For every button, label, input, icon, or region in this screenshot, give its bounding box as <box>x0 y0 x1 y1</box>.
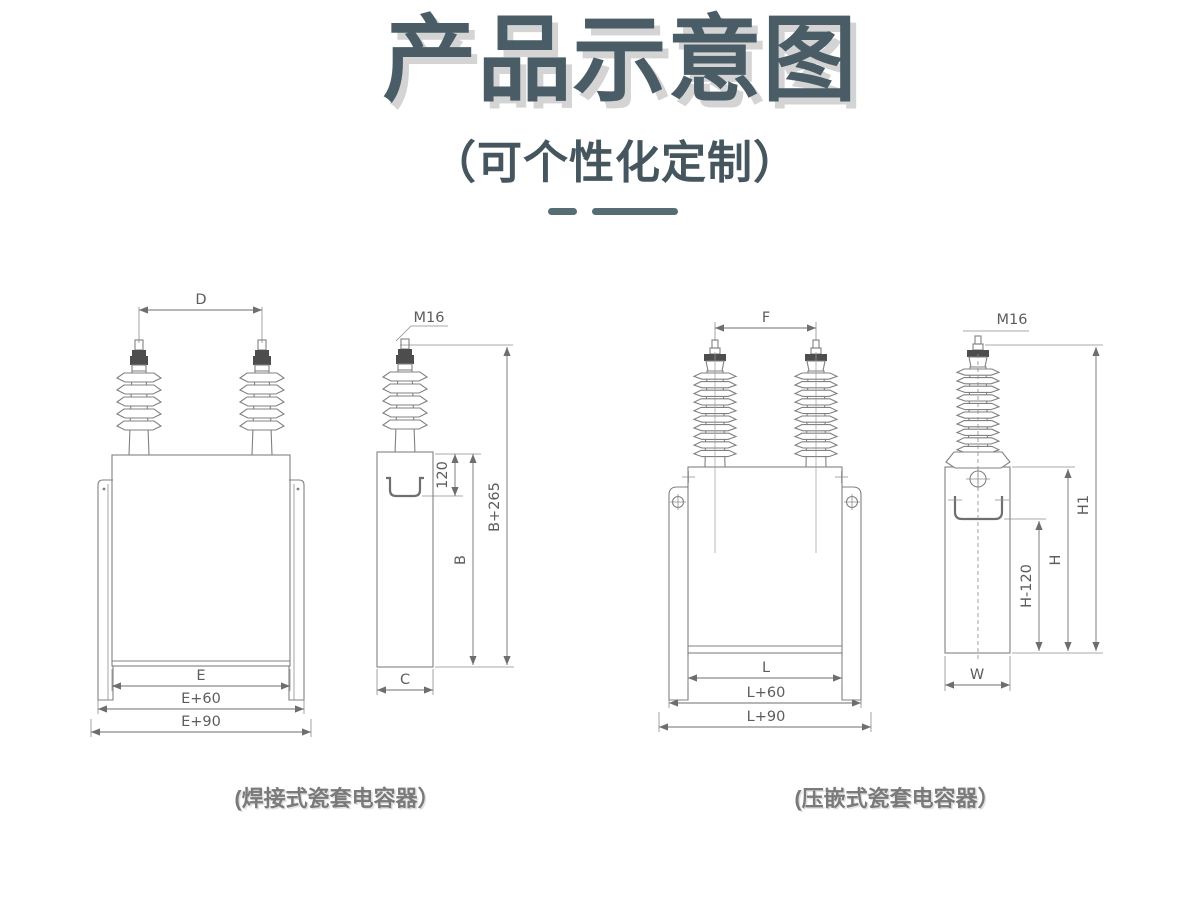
dim-e90-label: E+90 <box>181 714 221 730</box>
dim-e60-label: E+60 <box>181 691 221 707</box>
dim-l60-label: L+60 <box>747 685 786 701</box>
page-subtitle: （可个性化定制） <box>430 137 799 188</box>
dim-m16-label: M16 <box>997 312 1028 328</box>
capacitor-body <box>376 451 434 668</box>
dim-h1-label: H1 <box>1076 495 1092 515</box>
caption-welded: (焊接式瓷套电容器） <box>234 786 440 811</box>
bushing-icon <box>116 339 162 456</box>
pressfit-side-drawing: M16 H-120 H H1 W <box>944 312 1103 691</box>
bushing-icon <box>382 338 428 455</box>
mounting-bracket <box>668 486 862 701</box>
dim-f-label: F <box>762 310 770 326</box>
pressfit-front-drawing: F L L+60 L+90 <box>658 310 872 732</box>
bushing-icon <box>239 339 285 456</box>
dim-h-label: H <box>1048 555 1064 566</box>
dim-m16-label: M16 <box>414 310 445 326</box>
page-title: 产品示意图 <box>382 7 858 112</box>
dim-120-label: 120 <box>435 461 451 489</box>
mounting-bracket <box>97 479 305 701</box>
dim-e-label: E <box>196 668 205 684</box>
capacitor-body <box>687 466 843 654</box>
dim-d-label: D <box>195 292 206 308</box>
capacitor-body <box>111 454 291 667</box>
welded-side-drawing: M16 120 B B+265 C <box>376 310 514 695</box>
bracket-channel <box>386 476 424 498</box>
dim-l-label: L <box>762 660 770 676</box>
dim-w-label: W <box>970 667 984 683</box>
divider-bar-long <box>592 208 678 215</box>
dim-b-label: B <box>453 555 469 565</box>
dim-c-label: C <box>400 672 410 688</box>
caption-pressfit: (压嵌式瓷套电容器） <box>794 786 1000 811</box>
dim-l90-label: L+90 <box>747 709 786 725</box>
technical-drawings: D E E+60 E+90 <box>90 292 1103 737</box>
dim-h120-label: H-120 <box>1019 564 1035 608</box>
welded-front-drawing: D E E+60 E+90 <box>90 292 312 737</box>
bracket-channel <box>953 496 1004 521</box>
dim-b265-label: B+265 <box>487 482 503 532</box>
divider <box>548 208 678 215</box>
capacitor-body <box>944 466 1011 654</box>
divider-bar-short <box>548 208 577 215</box>
